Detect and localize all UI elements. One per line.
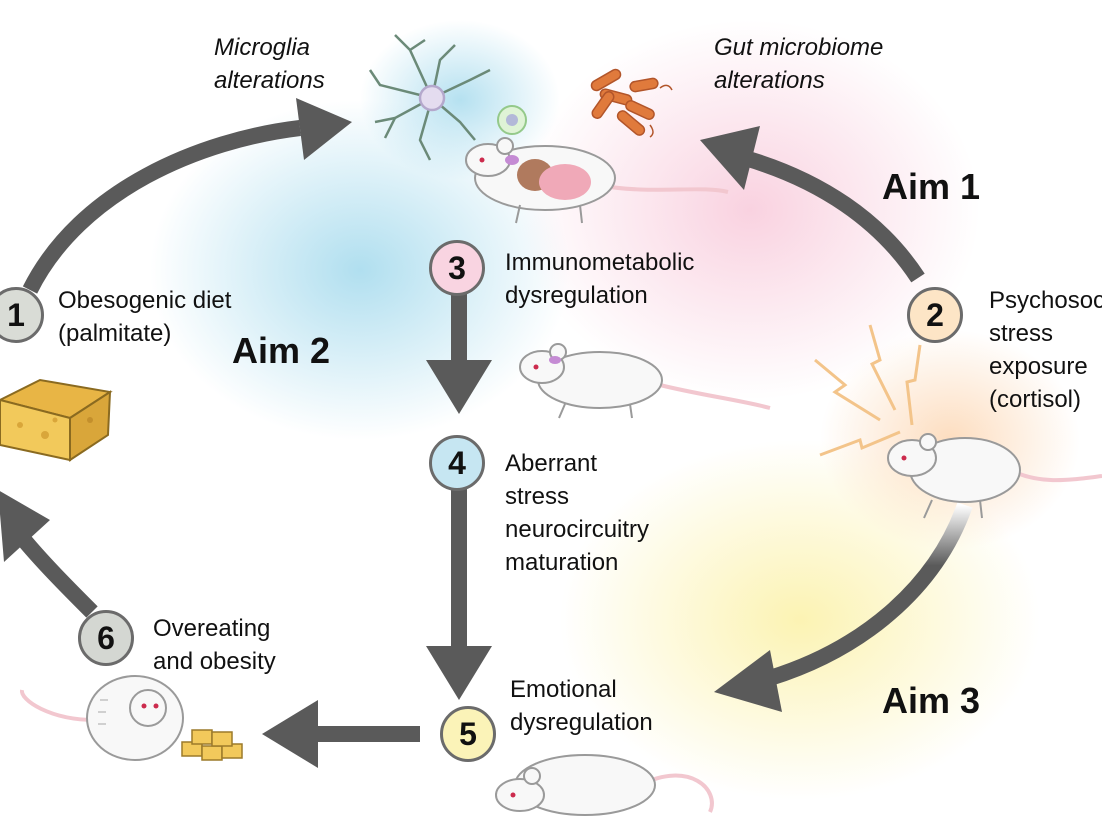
node-1-number: 1: [7, 296, 25, 333]
node-6: 6: [78, 610, 134, 666]
node-1: 1: [0, 287, 44, 343]
lightning-icon: [814, 324, 922, 457]
node-5: 5: [440, 706, 496, 762]
node-6-number: 6: [97, 619, 115, 656]
gut-annotation: Gut microbiome alterations: [714, 34, 884, 94]
microglia-annotation: Microglia alterations: [214, 34, 325, 94]
arrow-5-to-6: [262, 700, 420, 768]
cheese-icon: [0, 378, 113, 462]
mouse-icon: [519, 343, 771, 419]
aim-1-label: Aim 1: [882, 166, 981, 207]
node-2-number: 2: [926, 296, 944, 333]
aim-2-label: Aim 2: [232, 330, 331, 371]
arrow-6-to-1: [0, 491, 98, 618]
microglia-cell-icon: [497, 105, 527, 135]
node-4-label: Aberrant stress neurocircuitry maturatio…: [505, 450, 650, 576]
node-4: 4: [429, 435, 485, 491]
arrow-2-to-gut: [700, 126, 925, 283]
obese-mouse-icon: [20, 675, 184, 761]
node-3-number: 3: [448, 249, 466, 286]
neuron-icon: [368, 34, 491, 161]
node-4-number: 4: [448, 444, 466, 481]
node-2-label: Psychosocial stress exposure (cortisol): [989, 287, 1102, 413]
node-3-label: Immunometabolic dysregulation: [505, 249, 695, 309]
arrow-4-to-5: [426, 488, 492, 700]
mouse-bottom-icon: [495, 754, 714, 816]
node-5-label: Emotional dysregulation: [510, 676, 653, 736]
arrow-1-to-microglia: [22, 98, 352, 294]
bacteria-icon: [590, 68, 673, 138]
stressed-mouse-icon: [887, 433, 1102, 519]
arrow-2-to-5: [714, 502, 973, 712]
mouse-organs-icon: [465, 137, 729, 224]
node-5-number: 5: [459, 715, 477, 752]
node-1-label: Obesogenic diet (palmitate): [58, 287, 232, 347]
node-3: 3: [429, 240, 485, 296]
aim-3-label: Aim 3: [882, 680, 981, 721]
node-2: 2: [907, 287, 963, 343]
arrow-3-to-4: [426, 292, 492, 414]
cheese-cubes-icon: [181, 729, 243, 761]
node-6-label: Overeating and obesity: [153, 615, 276, 675]
